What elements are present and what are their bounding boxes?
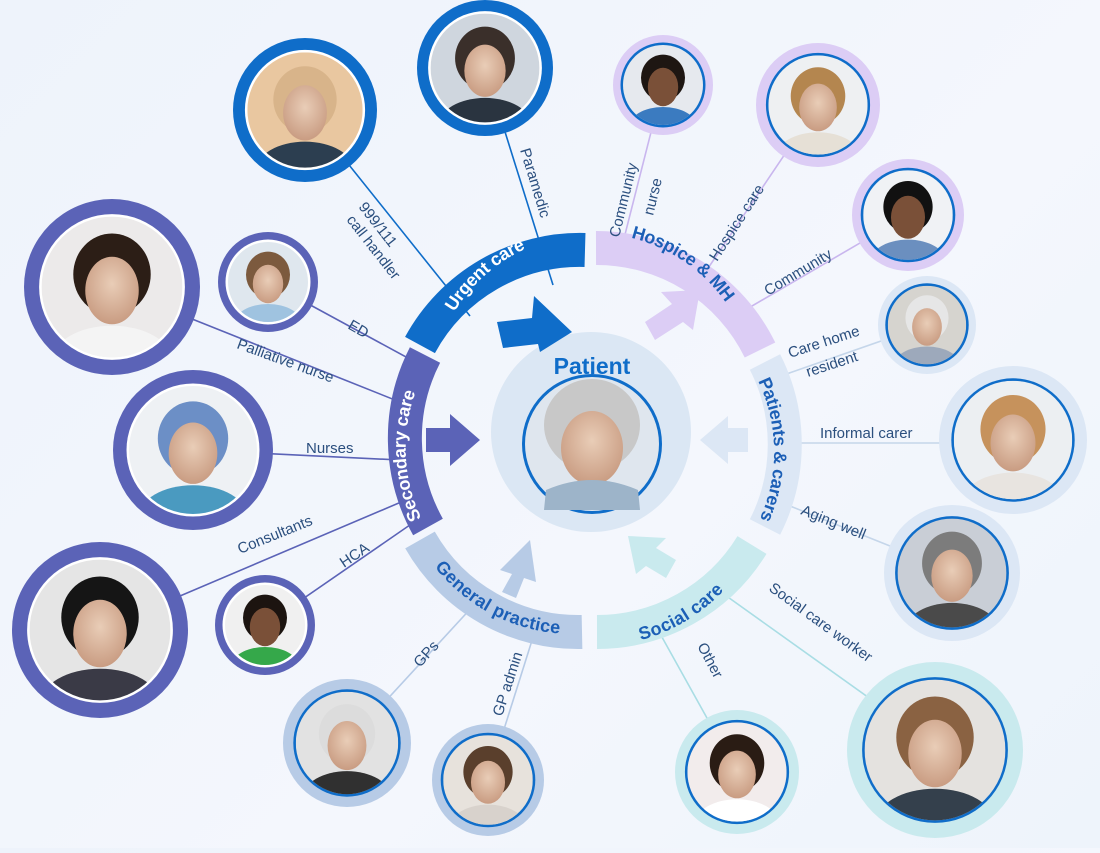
avatar-social-care-worker xyxy=(847,662,1023,838)
segment-urgent-care[interactable]: Urgent care xyxy=(405,232,586,354)
segment-secondary-care[interactable]: Secondary care xyxy=(387,347,480,536)
segment-patients-carers[interactable]: Patients & carers xyxy=(700,354,802,535)
avatar-gp-admin xyxy=(432,724,544,836)
avatar-hospice-care xyxy=(756,43,880,167)
avatar-informal-carer xyxy=(939,366,1087,514)
palliative-nurse-photo-icon xyxy=(41,216,183,358)
avatar-nurses xyxy=(113,370,273,530)
avatar-paramedic xyxy=(417,0,553,136)
segment-hospice-mh[interactable]: Hospice & MH xyxy=(595,222,776,358)
avatar-community xyxy=(852,159,964,271)
label-hca: HCA xyxy=(337,540,373,572)
hca-photo-icon xyxy=(225,585,305,665)
segment-general-practice[interactable]: General practice xyxy=(405,531,583,650)
avatar-other xyxy=(675,710,799,834)
gp-admin-photo-icon xyxy=(443,735,533,825)
avatar-aging-well xyxy=(884,505,1020,641)
label-social-care-worker: Social care worker xyxy=(766,579,876,665)
segment-social-care[interactable]: Social care xyxy=(596,535,767,649)
avatar-gps xyxy=(283,679,411,807)
label-consultants: Consultants xyxy=(235,512,315,557)
label-aging-well: Aging well xyxy=(799,502,869,543)
call-handler-photo-icon xyxy=(247,52,363,168)
avatar-ed xyxy=(218,232,318,332)
avatar-care-home xyxy=(878,276,976,374)
avatar-community-nurse xyxy=(613,35,713,135)
gps-photo-icon xyxy=(295,691,399,795)
ed-photo-icon xyxy=(228,242,308,322)
consultants-photo-icon xyxy=(29,559,171,701)
label-palliative-nurse: Palliative nurse xyxy=(235,336,336,387)
label-other: Other xyxy=(693,640,726,681)
avatar-consultants xyxy=(12,542,188,718)
patient-title: Patient xyxy=(554,353,631,379)
label-gp-admin: GP admin xyxy=(490,650,527,718)
social-care-worker-photo-icon xyxy=(864,679,1006,821)
patient-photo-icon xyxy=(544,379,640,510)
avatar-palliative-nurse xyxy=(24,199,200,375)
informal-carer-photo-icon xyxy=(953,380,1073,500)
label-ed: ED xyxy=(345,317,372,342)
nurses-photo-icon xyxy=(129,386,257,514)
label-gps: GPs xyxy=(410,638,442,671)
care-home-photo-icon xyxy=(887,285,967,365)
label-hospice-care: Hospice care xyxy=(706,181,768,264)
hospice-care-photo-icon xyxy=(768,55,868,155)
label-nurses: Nurses xyxy=(306,440,354,457)
label-community: Community xyxy=(761,246,835,300)
paramedic-photo-icon xyxy=(430,13,540,123)
patient-center: Patient xyxy=(491,332,691,532)
other-photo-icon xyxy=(687,722,787,822)
community-nurse-photo-icon xyxy=(623,45,703,125)
community-photo-icon xyxy=(863,170,953,260)
avatar-hca xyxy=(215,575,315,675)
aging-well-photo-icon xyxy=(897,518,1007,628)
avatar-call-handler xyxy=(233,38,377,182)
avatars-layer xyxy=(12,0,1087,838)
label-informal-carer: Informal carer xyxy=(820,425,913,442)
label-community-nurse-2: nurse xyxy=(640,176,666,217)
